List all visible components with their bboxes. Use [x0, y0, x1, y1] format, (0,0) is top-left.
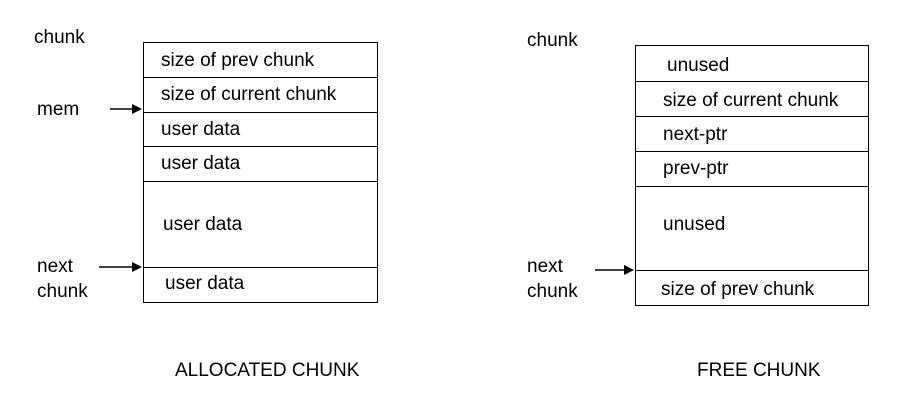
free-next-label-line1: next [527, 256, 563, 277]
allocated-chunk-box: size of prev chunk size of current chunk… [143, 42, 378, 303]
allocated-field-prev-size: size of prev chunk [144, 43, 377, 78]
allocated-next-label-line1: next [37, 256, 73, 277]
allocated-field-user-data: user data [144, 113, 377, 147]
free-chunk-caption: FREE CHUNK [697, 360, 821, 381]
free-field-label: size of current chunk [663, 90, 839, 111]
allocated-field-label: size of current chunk [161, 84, 337, 105]
allocated-field-user-data: user data [144, 147, 377, 182]
free-next-label-line2: chunk [527, 281, 578, 302]
free-next-chunk-arrow-icon [595, 265, 634, 275]
free-field-label: prev-ptr [663, 158, 729, 179]
allocated-field-label: size of prev chunk [161, 50, 315, 71]
free-field-current-size: size of current chunk [636, 82, 868, 117]
allocated-mem-label: mem [37, 99, 80, 120]
allocated-field-label: user data [165, 273, 245, 294]
allocated-next-label-line2: chunk [37, 281, 88, 302]
allocated-chunk-label: chunk [34, 27, 85, 48]
free-field-label: size of prev chunk [661, 279, 815, 300]
allocated-field-label: user data [163, 214, 243, 235]
mem-pointer-arrow-icon [110, 104, 142, 114]
free-field-unused: unused [636, 46, 868, 82]
allocated-next-chunk-arrow-icon [99, 262, 142, 272]
allocated-field-user-data: user data [144, 182, 377, 268]
free-field-label: unused [663, 214, 726, 235]
free-chunk-box: unused size of current chunk next-ptr pr… [635, 45, 869, 306]
allocated-field-current-size: size of current chunk [144, 78, 377, 113]
allocated-field-label: user data [161, 119, 241, 140]
free-field-prev-ptr: prev-ptr [636, 152, 868, 187]
free-field-unused: unused [636, 187, 868, 271]
free-field-label: next-ptr [663, 124, 728, 145]
free-field-prev-size: size of prev chunk [636, 271, 868, 307]
allocated-field-label: user data [161, 153, 241, 174]
allocated-chunk-caption: ALLOCATED CHUNK [175, 360, 360, 381]
free-field-next-ptr: next-ptr [636, 117, 868, 152]
free-field-label: unused [667, 55, 730, 76]
free-chunk-label: chunk [527, 30, 578, 51]
allocated-field-user-data: user data [144, 268, 377, 302]
